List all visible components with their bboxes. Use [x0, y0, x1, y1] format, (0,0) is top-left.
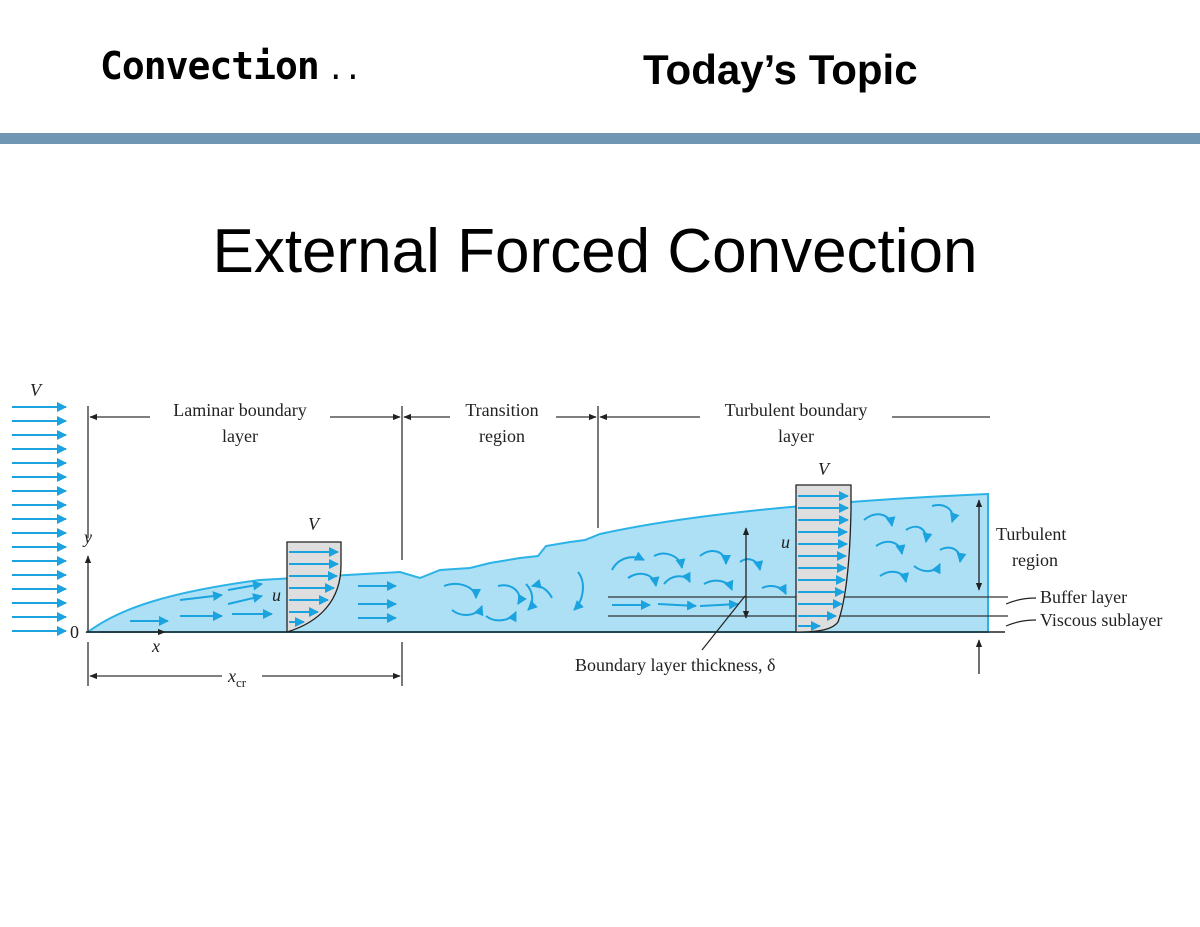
- section-title-text: Convection: [100, 44, 320, 88]
- origin-label: 0: [70, 622, 79, 642]
- buffer-layer-arrows: [612, 599, 739, 611]
- turbulent-bl-label-line2: layer: [778, 426, 814, 446]
- laminar-flow-arrows: [130, 580, 397, 626]
- boundary-layer-diagram: V 0 y x Laminar boundary layer Transitio…: [12, 380, 1162, 690]
- x-axis-label: x: [151, 636, 160, 656]
- buffer-layer-leader: [1005, 597, 1037, 605]
- xcr-subscript: cr: [236, 675, 247, 690]
- transition-eddies: [443, 571, 584, 623]
- section-title-dots: ..: [326, 52, 362, 87]
- laminar-label-line2: layer: [222, 426, 258, 446]
- topic-title: Today’s Topic: [643, 46, 918, 93]
- buffer-layer-label: Buffer layer: [1040, 587, 1127, 607]
- transition-label-line2: region: [479, 426, 525, 446]
- y-axis-label: y: [82, 527, 92, 547]
- turbulent-region-label-line2: region: [1012, 550, 1058, 570]
- free-stream-velocity-label: V: [30, 380, 43, 400]
- header-divider: [0, 133, 1200, 144]
- laminar-profile-V-label: V: [308, 514, 321, 534]
- slide-title: External Forced Convection: [0, 216, 1200, 287]
- region-dimension-lines: [89, 413, 990, 680]
- turbulent-eddies: [611, 504, 967, 595]
- free-stream-arrows: [12, 402, 67, 636]
- region-dividers: [87, 406, 599, 686]
- laminar-profile-u-label: u: [272, 585, 281, 605]
- turbulent-bl-label-line1: Turbulent boundary: [725, 400, 868, 420]
- boundary-layer-thickness-label: Boundary layer thickness, δ: [575, 655, 775, 675]
- laminar-profile-arrows: [289, 547, 339, 627]
- xcr-base: x: [227, 666, 236, 686]
- transition-label-line1: Transition: [465, 400, 538, 420]
- boundary-layer-region: [84, 492, 989, 633]
- turbulent-profile-u-label: u: [781, 532, 790, 552]
- slide-title-text: External Forced Convection: [212, 217, 978, 286]
- viscous-sublayer-leader: [1005, 619, 1037, 627]
- thickness-leader: [701, 595, 746, 651]
- turbulent-profile-arrows: [798, 491, 849, 631]
- turbulent-profile-V-label: V: [818, 459, 831, 479]
- viscous-sublayer-label: Viscous sublayer: [1040, 610, 1162, 630]
- laminar-label-line1: Laminar boundary: [173, 400, 306, 420]
- turbulent-region-label-line1: Turbulent: [996, 524, 1066, 544]
- section-title: Convection..: [100, 44, 362, 88]
- xcr-label: xcr: [227, 666, 247, 690]
